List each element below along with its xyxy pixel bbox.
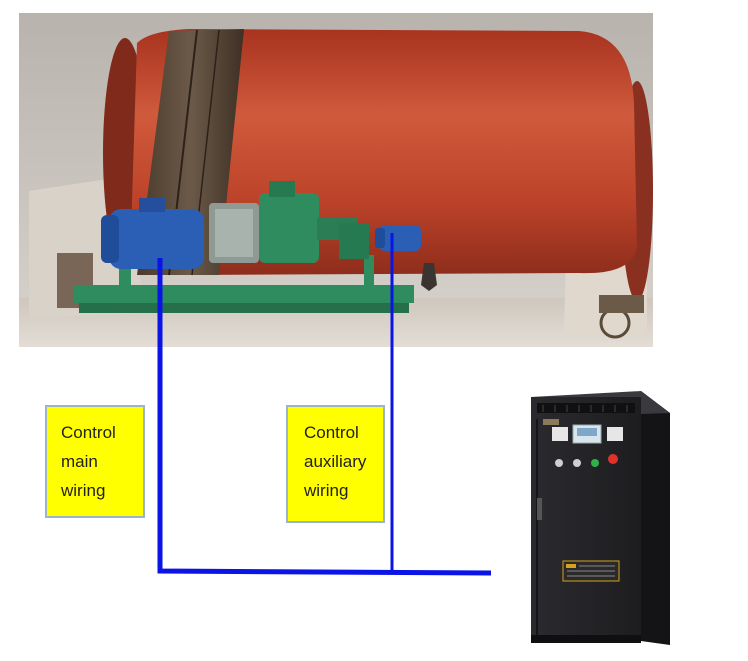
indicator-red (608, 454, 618, 464)
door-handle (537, 498, 542, 520)
brand-logo (543, 419, 559, 425)
main-wiring-line-1: Control (61, 423, 116, 442)
aux-wiring-line-2: auxiliary (304, 452, 367, 471)
main-wiring-line-3: wiring (61, 481, 106, 500)
main-wiring-line-2: main (61, 452, 98, 471)
right-meter (607, 427, 623, 441)
button-1 (555, 459, 563, 467)
top-vent (537, 403, 635, 413)
auxiliary-wiring-label: Control auxiliary wiring (286, 405, 385, 523)
button-2 (573, 459, 581, 467)
auxiliary-motor (379, 225, 421, 251)
gearbox (259, 193, 319, 263)
aux-wiring-line-1: Control (304, 423, 359, 442)
cabinet-base (531, 635, 641, 643)
indicator-green (591, 459, 599, 467)
left-meter (552, 427, 568, 441)
ball-mill-photo (19, 13, 653, 347)
main-motor (109, 209, 204, 269)
cabinet-side (641, 391, 670, 645)
aux-wiring-line-3: wiring (304, 481, 349, 500)
inverter-cabinet (531, 391, 670, 645)
main-wiring-label: Control main wiring (45, 405, 145, 518)
